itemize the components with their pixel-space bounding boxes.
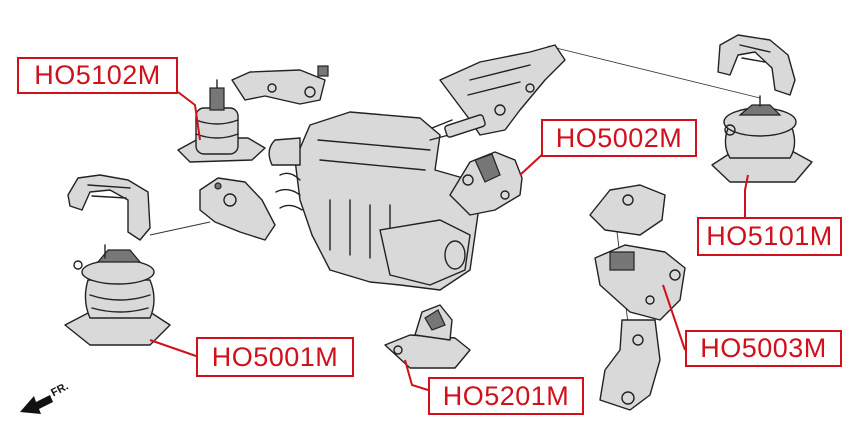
part-label-ho5201m: HO5201M xyxy=(428,377,584,415)
mount-ho5102m-drawing xyxy=(177,65,329,163)
bracket-right-drawing xyxy=(717,34,796,96)
leader-lines xyxy=(149,91,749,391)
mount-ho5101m-drawing xyxy=(711,95,813,183)
part-label-ho5002m: HO5002M xyxy=(541,119,697,157)
bracket-left-drawing xyxy=(67,174,151,241)
mount-ho5002m-drawing xyxy=(449,151,523,216)
front-direction-arrow xyxy=(20,395,53,414)
part-label-ho5001m: HO5001M xyxy=(196,337,354,377)
mount-ho5201m-drawing xyxy=(384,304,471,369)
torque-rod-upper-drawing xyxy=(439,44,566,138)
bracket-ho5003m-upper-drawing xyxy=(589,184,666,236)
part-label-ho5101m: HO5101M xyxy=(697,217,842,256)
engine-block-drawing xyxy=(268,111,481,291)
part-label-ho5003m: HO5003M xyxy=(685,330,842,367)
mount-ho5003m-drawing xyxy=(594,244,686,411)
mount-ho5001m-drawing xyxy=(64,244,171,346)
bracket-center-drawing xyxy=(199,177,276,241)
part-label-ho5102m: HO5102M xyxy=(17,57,178,94)
